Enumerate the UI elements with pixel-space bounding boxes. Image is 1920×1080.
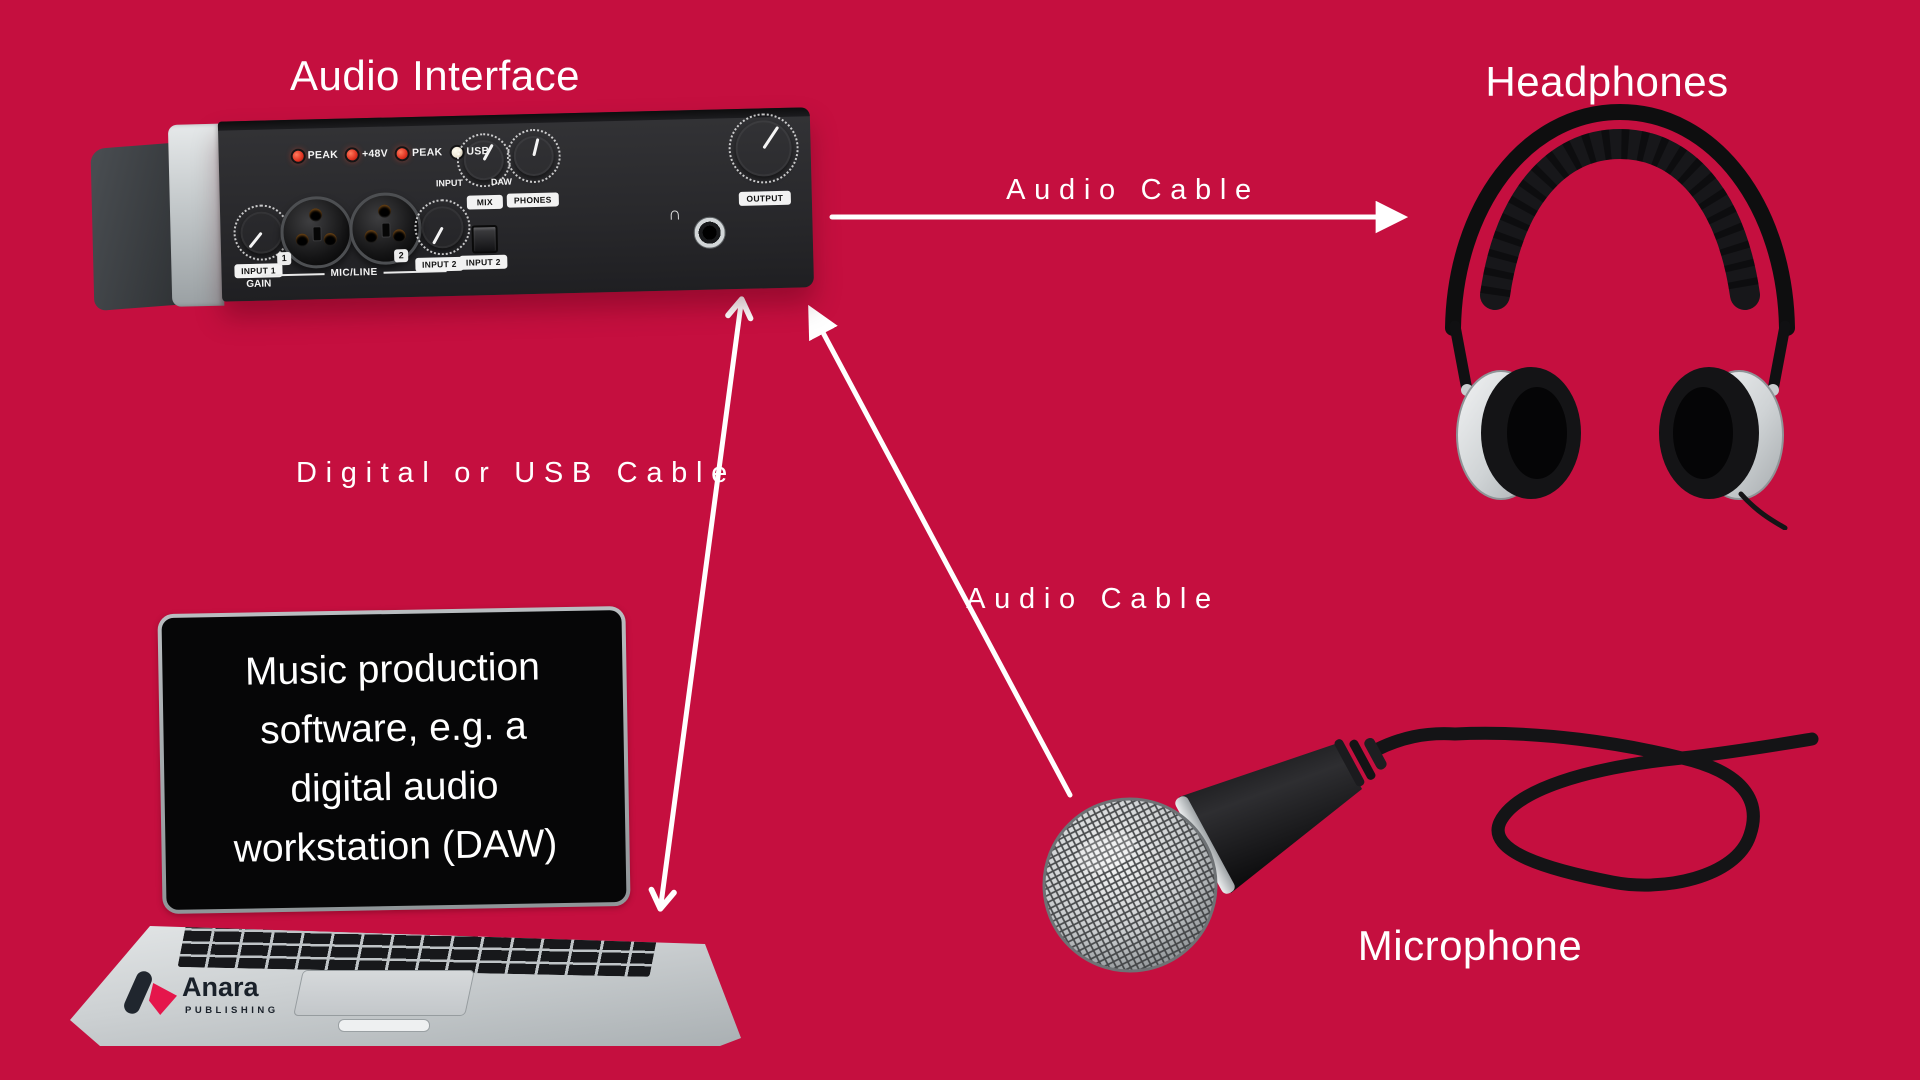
peak-led-1: PEAK (292, 148, 339, 162)
input2-select-button (471, 224, 499, 254)
laptop-trackpad (293, 970, 475, 1016)
mic-connector (1334, 737, 1387, 787)
phantom-power-led-label: +48V (361, 147, 389, 161)
peak-led-1-label: PEAK (307, 148, 339, 162)
output-label: OUTPUT (738, 190, 792, 206)
input2-knob-label: INPUT 2 (415, 256, 464, 272)
headphone-cable (1738, 491, 1788, 530)
mic-body (1179, 743, 1362, 893)
device-front-panel: PEAK +48V PEAK USB INPUT 1 GAIN 1 2 MIC/… (217, 107, 815, 302)
microphone-image (1042, 726, 1819, 973)
xlr-pin-hole (323, 232, 337, 247)
xlr-latch-slot (312, 226, 322, 242)
audio-cable-label-mic: Audio Cable (966, 583, 1220, 615)
anara-logo-subtitle: PUBLISHING (185, 1005, 279, 1016)
knob-indicator (482, 143, 494, 161)
headphones-image (1445, 103, 1795, 530)
laptop: Music production software, e.g. a digita… (60, 600, 820, 1070)
mix-label: MIX (466, 194, 504, 210)
daw-software-text: Music production software, e.g. a digita… (161, 610, 626, 910)
peak-led-2: PEAK (396, 146, 443, 159)
xlr-pin-hole (392, 229, 406, 243)
xlr-pin-hole (295, 233, 309, 247)
headphones-title: Headphones (1485, 58, 1729, 105)
output-level-knob (735, 120, 792, 177)
left-ear-cup (1456, 367, 1581, 500)
anara-logo-icon (121, 968, 155, 1017)
microphone-title: Microphone (1357, 922, 1583, 969)
knob-indicator (762, 126, 780, 150)
headphones-icon: ∩ (667, 203, 682, 224)
audio-interface-title: Audio Interface (289, 52, 580, 99)
headband-cushion (1480, 128, 1760, 310)
jack2-number-tag: 2 (393, 249, 409, 263)
headband-cushion-stitch (1480, 128, 1760, 298)
mix-daw-label: DAW (490, 176, 512, 188)
xlr-pin-hole (308, 208, 323, 222)
anara-logo-accent-icon (149, 983, 177, 1015)
laptop-display: Music production software, e.g. a digita… (161, 610, 627, 910)
input2-button-label: INPUT 2 (459, 254, 508, 270)
screen-line-3: digital audio (290, 764, 499, 811)
jack1-number-tag: 1 (277, 251, 292, 266)
screen-line-2: software, e.g. a (259, 704, 528, 753)
laptop-screen: Music production software, e.g. a digita… (157, 605, 631, 915)
phones-label: PHONES (506, 192, 559, 208)
screen-line-4: workstation (DAW) (233, 822, 558, 871)
xlr-latch-slot (381, 222, 391, 238)
knob-indicator (532, 137, 540, 157)
monitor-mix-knob (463, 140, 504, 181)
input1-gain-knob (240, 211, 283, 254)
laptop-base: Anara PUBLISHING (70, 926, 741, 1046)
right-ear-cup (1659, 367, 1784, 500)
laptop-keyboard (177, 926, 659, 977)
screen-line-1: Music production (244, 645, 541, 694)
xlr-combo-jack-2 (348, 191, 423, 266)
peak-led-1-light (292, 150, 304, 162)
phones-level-knob (513, 136, 554, 177)
xlr-pin-hole (377, 204, 392, 218)
device-silver-end-cap (167, 123, 225, 307)
audio-interface-device: PEAK +48V PEAK USB INPUT 1 GAIN 1 2 MIC/… (90, 103, 815, 313)
peak-led-2-label: PEAK (411, 146, 443, 159)
phantom-power-led: +48V (346, 147, 389, 161)
laptop-lid-notch (338, 1019, 430, 1032)
phantom-power-led-light (346, 148, 359, 161)
digital-usb-cable-label: Digital or USB Cable (296, 457, 736, 489)
headband (1445, 103, 1795, 336)
mic-line-text: MIC/LINE (330, 266, 378, 279)
anara-logo-name: Anara (182, 972, 259, 1002)
mic-cable (1369, 726, 1819, 892)
knob-indicator (248, 231, 263, 249)
mic-grille-ball (1042, 797, 1218, 973)
headphone-jack (693, 216, 727, 250)
xlr-pin-hole (364, 229, 378, 244)
mix-input-label: INPUT (435, 177, 464, 189)
input2-gain-knob (421, 206, 464, 249)
peak-led-2-light (396, 147, 409, 159)
audio-cable-label-top: Audio Cable (1006, 174, 1260, 206)
knob-indicator (431, 226, 444, 245)
